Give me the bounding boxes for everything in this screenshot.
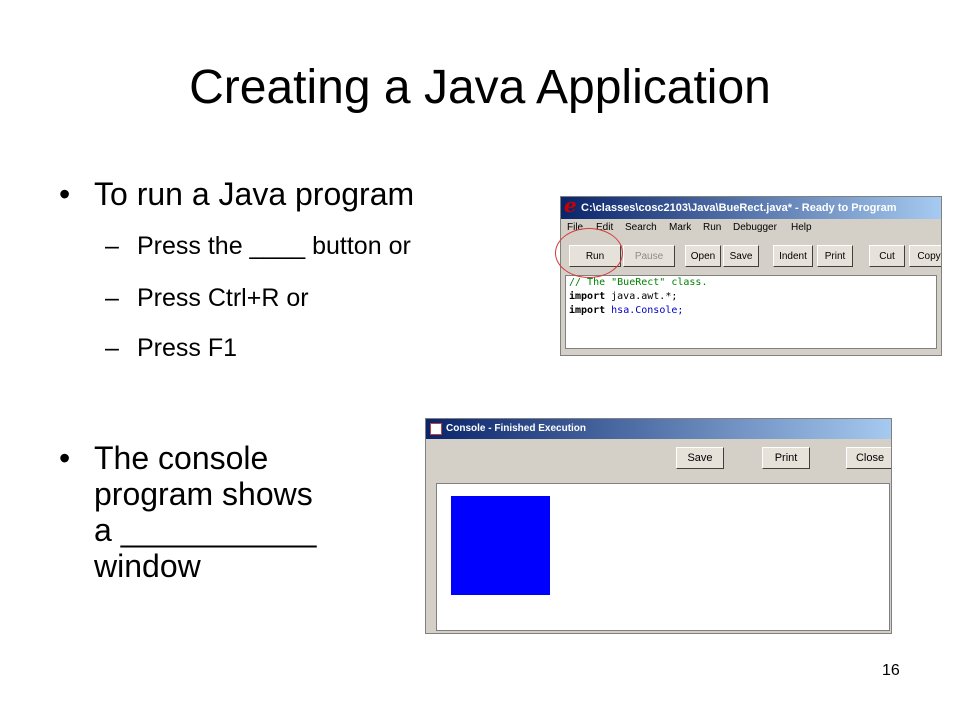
subitem-press-ctrl-r: – Press Ctrl+R or [105, 284, 309, 312]
pause-button[interactable]: Pause [623, 245, 675, 267]
console-canvas [436, 483, 890, 631]
menu-mark[interactable]: Mark [669, 222, 692, 233]
menu-debugger[interactable]: Debugger [733, 222, 777, 233]
open-button[interactable]: Open [685, 245, 721, 267]
code-line-import-awt: import java.awt.*; [569, 291, 678, 302]
java-cup-icon [430, 423, 442, 435]
menu-search[interactable]: Search [625, 222, 657, 233]
console-close-button[interactable]: Close [846, 447, 891, 469]
print-button[interactable]: Print [817, 245, 853, 267]
copy-button[interactable]: Copy [909, 245, 941, 267]
run-button-highlight-circle [555, 228, 623, 278]
ready-logo-icon: e [564, 196, 577, 217]
console-title-bar: Console - Finished Execution [426, 419, 891, 439]
bullet-dot: • [59, 440, 71, 476]
rtp-menu-bar: File Edit Search Mark Run Debugger Help [561, 219, 941, 237]
rtp-window-title: C:\classes\cosc2103\Java\BueRect.java* -… [581, 202, 897, 214]
menu-edit[interactable]: Edit [596, 222, 614, 233]
console-window: Console - Finished Execution Save Print … [425, 418, 892, 634]
cut-button[interactable]: Cut [869, 245, 905, 267]
bullet-console: • The console program shows a __________… [59, 440, 317, 584]
slide-title: Creating a Java Application [189, 61, 771, 114]
indent-button[interactable]: Indent [773, 245, 813, 267]
menu-file[interactable]: File [567, 222, 584, 233]
console-window-title: Console - Finished Execution [446, 423, 587, 434]
blue-rectangle [451, 496, 550, 595]
bullet-text: To run a Java program [94, 176, 415, 212]
menu-run[interactable]: Run [703, 222, 722, 233]
slide-number: 16 [882, 662, 900, 679]
save-button[interactable]: Save [723, 245, 759, 267]
code-line-comment: // The "BueRect" class. [569, 277, 708, 288]
menu-help[interactable]: Help [791, 222, 812, 233]
rtp-title-bar: e C:\classes\cosc2103\Java\BueRect.java*… [561, 197, 941, 219]
console-save-button[interactable]: Save [676, 447, 724, 469]
bullet-run-program: • To run a Java program [59, 176, 415, 212]
bullet-dot: • [59, 176, 71, 212]
code-line-import-console: import hsa.Console; [569, 305, 684, 316]
code-editor[interactable]: // The "BueRect" class. import java.awt.… [565, 275, 937, 349]
subitem-press-button: – Press the ____ button or [105, 232, 411, 260]
ready-to-program-window: e C:\classes\cosc2103\Java\BueRect.java*… [560, 196, 942, 356]
subitem-press-f1: – Press F1 [105, 334, 238, 362]
console-print-button[interactable]: Print [762, 447, 810, 469]
